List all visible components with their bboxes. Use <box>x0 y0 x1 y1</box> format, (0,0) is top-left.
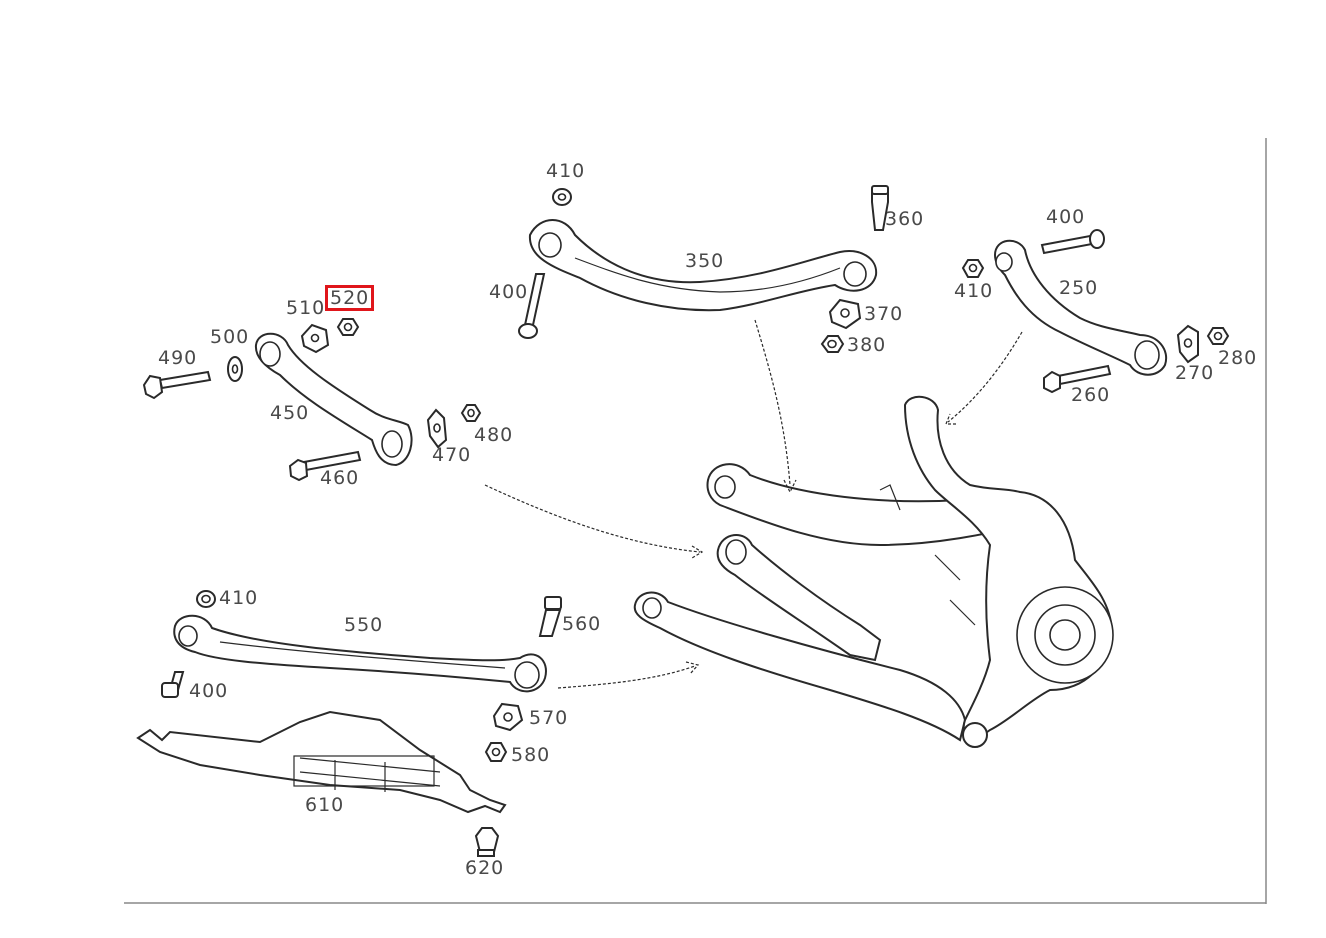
callout-490[interactable]: 490 <box>158 347 198 369</box>
callout-270[interactable]: 270 <box>1175 362 1215 384</box>
callout-250[interactable]: 250 <box>1059 277 1099 299</box>
bolt-400-top[interactable] <box>518 273 546 339</box>
bolt-260[interactable] <box>1043 364 1112 394</box>
washer-410-top[interactable] <box>552 188 572 206</box>
assembly-arrows <box>484 319 1023 689</box>
nut-580[interactable] <box>484 742 508 762</box>
control-arm-550[interactable] <box>173 614 547 693</box>
callout-570[interactable]: 570 <box>529 707 569 729</box>
callout-380[interactable]: 380 <box>847 334 887 356</box>
callout-560[interactable]: 560 <box>562 613 602 635</box>
washer-410-bottom[interactable] <box>196 590 216 608</box>
bolt-400-right[interactable] <box>1040 229 1105 255</box>
callout-370[interactable]: 370 <box>864 303 904 325</box>
callout-410-bottom[interactable]: 410 <box>219 587 259 609</box>
callout-610[interactable]: 610 <box>305 794 345 816</box>
cover-610[interactable] <box>136 710 507 814</box>
callout-400-top[interactable]: 400 <box>489 281 529 303</box>
nut-280[interactable] <box>1206 327 1230 345</box>
callout-470[interactable]: 470 <box>432 444 472 466</box>
washer-470[interactable] <box>426 408 448 449</box>
washer-270[interactable] <box>1176 324 1199 364</box>
bolt-560[interactable] <box>538 596 562 637</box>
bolt-360[interactable] <box>871 185 889 231</box>
callout-400-right[interactable]: 400 <box>1046 206 1086 228</box>
callout-450[interactable]: 450 <box>270 402 310 424</box>
bolt-400-bottom[interactable] <box>161 671 185 698</box>
nut-520[interactable] <box>336 318 360 336</box>
callout-550[interactable]: 550 <box>344 614 384 636</box>
control-arm-450[interactable] <box>254 332 413 467</box>
callout-510[interactable]: 510 <box>286 297 326 319</box>
nut-480[interactable] <box>460 404 482 422</box>
callout-580[interactable]: 580 <box>511 744 551 766</box>
callout-620[interactable]: 620 <box>465 857 505 879</box>
bolt-460[interactable] <box>288 450 362 482</box>
callout-260[interactable]: 260 <box>1071 384 1111 406</box>
control-arm-350[interactable] <box>528 219 878 312</box>
bolt-490[interactable] <box>142 370 212 400</box>
callout-400-bottom[interactable]: 400 <box>189 680 229 702</box>
callout-410-right[interactable]: 410 <box>954 280 994 302</box>
nut-380[interactable] <box>820 335 845 353</box>
washer-370[interactable] <box>828 298 862 330</box>
washer-510[interactable] <box>300 323 330 354</box>
nut-410-right[interactable] <box>961 259 985 278</box>
callout-360[interactable]: 360 <box>885 208 925 230</box>
callout-410-top[interactable]: 410 <box>546 160 586 182</box>
callout-460[interactable]: 460 <box>320 467 360 489</box>
callout-350[interactable]: 350 <box>685 250 725 272</box>
control-arm-250[interactable] <box>993 239 1168 376</box>
callout-480[interactable]: 480 <box>474 424 514 446</box>
callout-500[interactable]: 500 <box>210 326 250 348</box>
assembled-suspension <box>633 395 1114 748</box>
callout-520-highlighted[interactable]: 520 <box>325 285 375 311</box>
washer-500[interactable] <box>227 356 243 382</box>
callout-280[interactable]: 280 <box>1218 347 1258 369</box>
clip-620[interactable] <box>474 827 500 857</box>
washer-570[interactable] <box>492 702 524 732</box>
